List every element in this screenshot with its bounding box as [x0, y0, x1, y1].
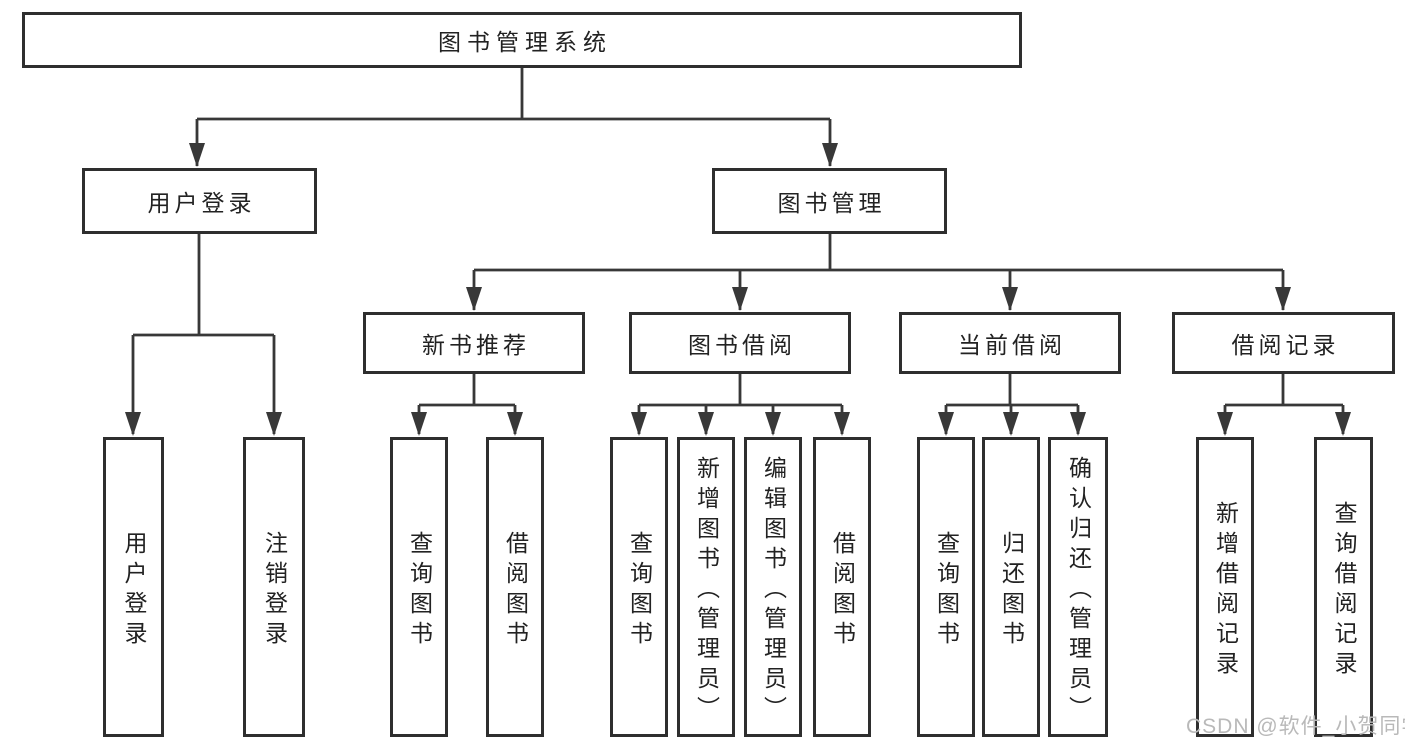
node-book-borrowing: 图书借阅 [629, 312, 851, 374]
node-book-management: 图书管理 [712, 168, 947, 234]
leaf-cb-query-books-label: 查询图书 [933, 530, 960, 651]
leaf-br-add-record: 新增借阅记录 [1196, 437, 1254, 737]
leaf-cb-confirm-return-admin: 确认归还（管理员） [1048, 437, 1108, 737]
node-library-system: 图书管理系统 [22, 12, 1022, 68]
leaf-cb-return-books-label: 归还图书 [998, 530, 1025, 651]
leaf-logout-label: 注销登录 [261, 530, 288, 651]
leaf-nbr-query-books-label: 查询图书 [406, 530, 433, 651]
leaf-bb-add-books-admin: 新增图书（管理员） [677, 437, 735, 737]
node-book-management-label: 图书管理 [777, 190, 886, 216]
node-book-borrowing-label: 图书借阅 [688, 332, 796, 358]
leaf-br-query-record: 查询借阅记录 [1314, 437, 1373, 737]
arrowheads [125, 143, 1351, 436]
leaf-br-query-record-label: 查询借阅记录 [1331, 500, 1357, 681]
leaf-bb-query-books-label: 查询图书 [626, 530, 653, 651]
csdn-watermark: CSDN @软件_小贺同学 [1186, 715, 1405, 738]
node-borrowing-records: 借阅记录 [1172, 312, 1395, 374]
leaf-cb-query-books: 查询图书 [917, 437, 975, 737]
node-user-login-label: 用户登录 [147, 190, 256, 216]
node-current-borrowing: 当前借阅 [899, 312, 1121, 374]
leaf-nbr-query-books: 查询图书 [390, 437, 448, 737]
leaf-bb-borrow-books: 借阅图书 [813, 437, 871, 737]
leaf-bb-edit-books-admin-label: 编辑图书（管理员） [760, 455, 787, 726]
node-new-book-recommend-label: 新书推荐 [422, 332, 530, 358]
leaf-bb-edit-books-admin: 编辑图书（管理员） [744, 437, 802, 737]
node-library-system-label: 图书管理系统 [438, 29, 612, 55]
leaf-bb-borrow-books-label: 借阅图书 [829, 530, 856, 651]
node-borrowing-records-label: 借阅记录 [1231, 332, 1340, 358]
connector-lines [131, 67, 1345, 434]
node-current-borrowing-label: 当前借阅 [958, 332, 1066, 358]
node-new-book-recommend: 新书推荐 [363, 312, 585, 374]
leaf-br-add-record-label: 新增借阅记录 [1212, 500, 1239, 681]
leaf-cb-return-books: 归还图书 [982, 437, 1040, 737]
leaf-cb-confirm-return-admin-label: 确认归还（管理员） [1065, 455, 1092, 726]
leaf-user-login-label: 用户登录 [121, 530, 147, 651]
leaf-logout: 注销登录 [243, 437, 305, 737]
leaf-bb-query-books: 查询图书 [610, 437, 668, 737]
leaf-nbr-borrow-books: 借阅图书 [486, 437, 544, 737]
leaf-user-login: 用户登录 [103, 437, 164, 737]
node-user-login: 用户登录 [82, 168, 317, 234]
leaf-bb-add-books-admin-label: 新增图书（管理员） [693, 455, 720, 726]
leaf-nbr-borrow-books-label: 借阅图书 [502, 530, 529, 651]
